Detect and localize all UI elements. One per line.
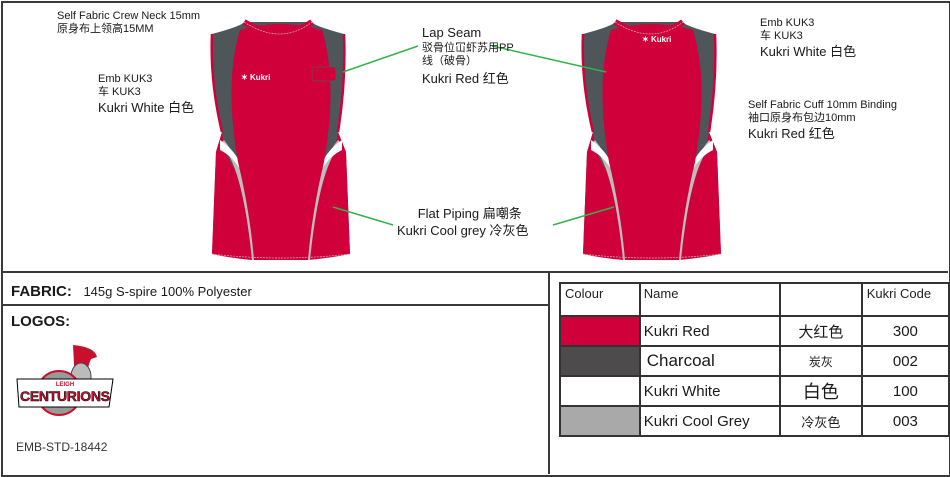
fabric-divider: [2, 304, 549, 306]
cuff-note-color: Kukri Red 红色: [748, 126, 835, 141]
table-row: Kukri Cool Grey 冷灰色 003: [559, 405, 950, 437]
lap-seam-note: Lap Seam 驳骨位冚虾苏用PP 线（破骨） Kukri Red 红色: [422, 24, 514, 88]
colour-name-cn: 炭灰: [779, 345, 863, 377]
back-emb-line2: 车 KUK3: [760, 30, 803, 42]
back-emb-note: Emb KUK3 车 KUK3 Kukri White 白色: [760, 17, 856, 61]
header-colour: Colour: [559, 282, 641, 317]
back-kukri-logo: ✶ Kukri: [642, 35, 672, 44]
colour-table: Colour Name Kukri Code Kukri Red 大红色 300…: [559, 282, 950, 437]
front-emb-color: Kukri White 白色: [98, 100, 195, 115]
front-emb-line1: Emb KUK3: [98, 73, 153, 85]
logo-text: CENTURIONS: [20, 388, 110, 404]
header-chinese: [779, 282, 863, 317]
fabric-row: FABRIC: 145g S-spire 100% Polyester: [11, 283, 252, 300]
colour-name-cn: 白色: [779, 375, 863, 407]
leader-lines: [332, 45, 615, 226]
table-row: Charcoal 炭灰 002: [559, 345, 950, 377]
logo-code: EMB-STD-18442: [16, 440, 108, 454]
front-emb-note: Emb KUK3 车 KUK3 Kukri White 白色: [98, 73, 194, 117]
colour-name-cn: 大红色: [779, 315, 863, 347]
colour-code: 003: [860, 405, 950, 437]
column-divider: [548, 272, 550, 474]
colour-name: Kukri Red: [638, 315, 782, 347]
table-row: Kukri White 白色 100: [559, 375, 950, 407]
swatch-kukri-white: [559, 375, 641, 407]
front-kukri-logo: ✶ Kukri: [241, 73, 271, 82]
cuff-note-cn: 袖口原身布包边10mm: [748, 112, 856, 124]
header-kukri-code: Kukri Code: [860, 282, 950, 317]
lap-seam-title: Lap Seam: [422, 25, 482, 40]
lap-seam-cn2: 线（破骨）: [422, 55, 477, 67]
header-name: Name: [638, 282, 782, 317]
back-brand-text: Kukri: [650, 35, 672, 44]
piping-note-line2: Kukri Cool grey 冷灰色: [397, 223, 529, 238]
front-jersey: [212, 22, 350, 260]
fabric-value: 145g S-spire 100% Polyester: [83, 284, 252, 299]
colour-name: Kukri Cool Grey: [638, 405, 782, 437]
colour-code: 100: [860, 375, 950, 407]
cuff-note: Self Fabric Cuff 10mm Binding 袖口原身布包边10m…: [748, 99, 897, 143]
front-brand-text: Kukri: [249, 73, 271, 82]
back-emb-color: Kukri White 白色: [760, 44, 857, 59]
lap-seam-cn1: 驳骨位冚虾苏用PP: [422, 42, 514, 54]
lap-seam-color: Kukri Red 红色: [422, 71, 509, 86]
back-jersey: [583, 22, 721, 260]
colour-table-header: Colour Name Kukri Code: [559, 282, 950, 317]
front-emb-line2: 车 KUK3: [98, 86, 141, 98]
garment-drawings: [0, 0, 950, 272]
logo-text-top: LEIGH: [56, 382, 74, 388]
piping-note-line1: Flat Piping 扁嘲条: [417, 206, 522, 221]
logos-label: LOGOS:: [11, 313, 71, 330]
section-divider: [2, 271, 948, 273]
cuff-note-en: Self Fabric Cuff 10mm Binding: [748, 99, 897, 111]
chest-crest-icon: [311, 66, 337, 82]
swatch-kukri-red: [559, 315, 641, 347]
neck-note: Self Fabric Crew Neck 15mm 原身布上领高15MM: [57, 10, 200, 36]
piping-note: Flat Piping 扁嘲条 Kukri Cool grey 冷灰色: [397, 205, 528, 239]
colour-name-cn: 冷灰色: [779, 405, 863, 437]
colour-name: Charcoal: [638, 345, 782, 377]
back-emb-line1: Emb KUK3: [760, 17, 815, 29]
centurions-logo: LEIGH CENTURIONS: [15, 343, 115, 419]
colour-code: 300: [860, 315, 950, 347]
swatch-kukri-cool-grey: [559, 405, 641, 437]
table-row: Kukri Red 大红色 300: [559, 315, 950, 347]
neck-note-en: Self Fabric Crew Neck 15mm: [57, 10, 201, 22]
swatch-charcoal: [559, 345, 641, 377]
neck-note-cn: 原身布上领高15MM: [57, 23, 154, 35]
fabric-label: FABRIC:: [11, 283, 72, 300]
colour-name: Kukri White: [638, 375, 782, 407]
colour-code: 002: [860, 345, 950, 377]
